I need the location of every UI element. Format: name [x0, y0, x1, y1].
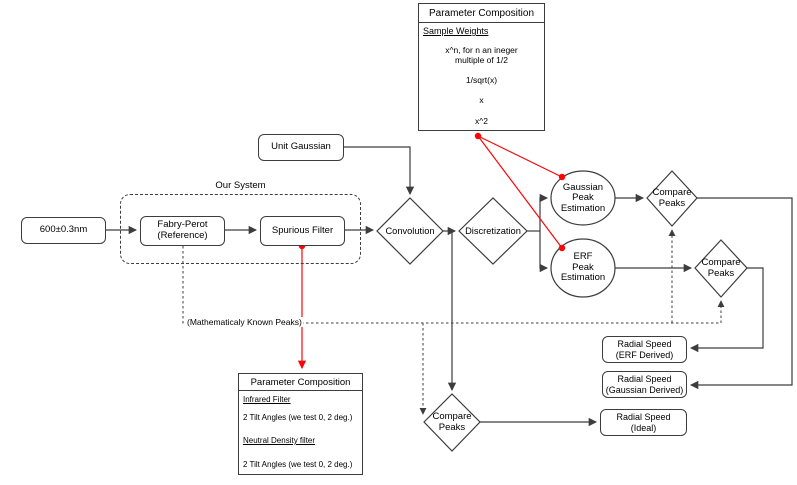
connector-known-peaks-main [182, 246, 721, 324]
connector-compare-gaussian-to-radial [689, 197, 793, 390]
node-unit-gaussian[interactable]: Unit Gaussian [258, 134, 344, 161]
our-system-group-label: Our System [215, 180, 266, 191]
compare-peaks-erf-label: Compare Peaks [701, 256, 741, 279]
connector-junction-to-gaussian-peak [539, 193, 549, 231]
parameter-composition-filters-box[interactable]: Parameter Composition Infrared Filter 2 … [238, 373, 363, 475]
weight-item-xn: x^n, for n an ineger multiple of 1/2 [445, 45, 518, 65]
red-endpoint-erf [558, 244, 566, 252]
radial-speed-gaussian-label: Radial Speed (Gaussian Derived) [605, 374, 684, 395]
compare-peaks-gaussian-diamond[interactable] [646, 170, 698, 227]
parameter-filters-title: Parameter Composition [239, 374, 362, 391]
compare-peaks-gaussian-label: Compare Peaks [652, 186, 692, 209]
compare-peaks-erf-diamond[interactable] [694, 239, 748, 298]
known-peaks-annotation: (Mathematicaly Known Peaks) [186, 317, 303, 327]
node-spurious-filter[interactable]: Spurious Filter [260, 216, 345, 246]
erf-peak-ellipse[interactable] [550, 238, 616, 298]
connector-unit-gaussian-to-convolution [344, 146, 415, 196]
node-radial-speed-gaussian[interactable]: Radial Speed (Gaussian Derived) [602, 371, 687, 398]
radial-speed-erf-label: Radial Speed (ERF Derived) [615, 339, 674, 360]
node-source-wavelength[interactable]: 600±0.3nm [21, 217, 106, 244]
neutral-density-item: 2 Tilt Angles (we test 0, 2 deg.) [243, 460, 353, 469]
red-link-x2-to-gaussian-peak [477, 135, 563, 178]
gaussian-peak-ellipse[interactable] [550, 170, 616, 226]
compare-peaks-ideal-label: Compare Peaks [432, 410, 472, 433]
infrared-filter-heading: Infrared Filter [243, 395, 291, 404]
parameter-composition-weights-box[interactable]: Parameter Composition Sample Weights x^n… [418, 3, 545, 131]
node-fabry-perot[interactable]: Fabry-Perot (Reference) [140, 216, 225, 246]
red-endpoint-x2 [474, 132, 482, 140]
discretization-label: Discretization [465, 225, 521, 236]
radial-speed-ideal-label: Radial Speed (Ideal) [616, 412, 671, 433]
infrared-filter-item: 2 Tilt Angles (we test 0, 2 deg.) [243, 413, 353, 422]
source-wavelength-label: 600±0.3nm [39, 224, 88, 236]
neutral-density-heading: Neutral Density filter [243, 436, 316, 445]
unit-gaussian-label: Unit Gaussian [271, 141, 331, 153]
convolution-label: Convolution [385, 225, 435, 236]
sample-weights-heading: Sample Weights [423, 26, 489, 36]
connector-compare-erf-to-radial [689, 267, 764, 353]
red-endpoint-gaussian [558, 173, 566, 181]
erf-peak-label: ERF Peak Estimation [560, 251, 606, 284]
spurious-filter-label: Spurious Filter [271, 224, 334, 236]
gaussian-peak-label: Gaussian Peak Estimation [560, 181, 606, 214]
weight-item-x2: x^2 [475, 116, 488, 126]
node-radial-speed-ideal[interactable]: Radial Speed (Ideal) [600, 409, 687, 436]
weight-item-x: x [479, 95, 484, 105]
compare-peaks-ideal-diamond[interactable] [423, 393, 481, 452]
connector-junction-to-erf-peak [539, 231, 549, 273]
weight-item-invsqrt: 1/sqrt(x) [465, 75, 498, 85]
node-radial-speed-erf[interactable]: Radial Speed (ERF Derived) [602, 336, 687, 363]
red-link-x2-to-erf-peak [477, 135, 563, 249]
discretization-diamond[interactable] [458, 197, 528, 265]
our-system-group[interactable] [120, 194, 361, 264]
parameter-weights-title: Parameter Composition [419, 4, 544, 23]
fabry-perot-label: Fabry-Perot (Reference) [157, 219, 208, 241]
convolution-diamond[interactable] [376, 197, 444, 265]
